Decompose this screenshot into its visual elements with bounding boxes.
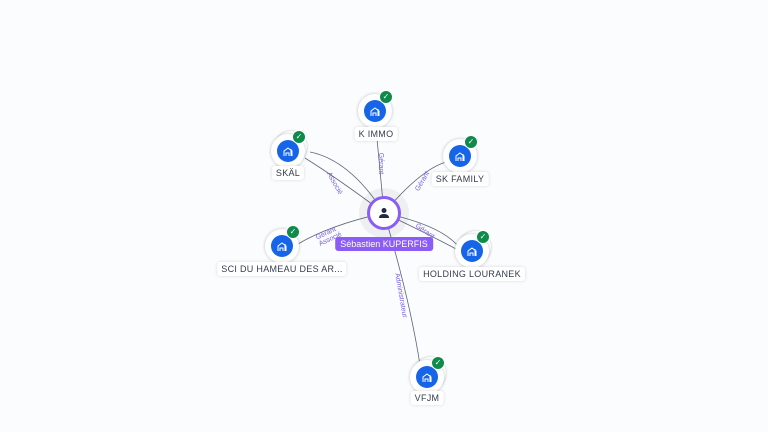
- verified-check-icon: ✓: [286, 225, 300, 239]
- company-label-kimmo[interactable]: K IMMO: [354, 127, 398, 141]
- company-node-skal[interactable]: ✓: [271, 130, 307, 168]
- company-label-skfamily[interactable]: SK FAMILY: [431, 172, 489, 186]
- center-person-node[interactable]: [367, 196, 401, 230]
- verified-check-icon: ✓: [292, 130, 306, 144]
- building-icon: [416, 366, 438, 388]
- company-label-holding[interactable]: HOLDING LOURANEK: [419, 267, 525, 281]
- company-label-sci[interactable]: SCI DU HAMEAU DES AR...: [217, 262, 347, 276]
- company-node-skfamily[interactable]: ✓: [443, 135, 478, 173]
- building-icon: [271, 235, 293, 257]
- company-label-skal[interactable]: SKÄL: [271, 166, 305, 180]
- building-icon: [461, 240, 483, 262]
- edge-label-kimmo: Gérant: [377, 152, 385, 175]
- company-node-holding[interactable]: ✓: [455, 230, 491, 268]
- edge-vfjm: [383, 212, 421, 366]
- verified-check-icon: ✓: [379, 90, 393, 104]
- building-icon: [449, 145, 471, 167]
- building-icon: [364, 100, 386, 122]
- verified-check-icon: ✓: [431, 356, 445, 370]
- verified-check-icon: ✓: [464, 135, 478, 149]
- company-node-kimmo[interactable]: ✓: [358, 90, 393, 128]
- building-icon: [277, 140, 299, 162]
- center-person-label[interactable]: Sébastien KUPERFIS: [335, 237, 433, 251]
- verified-check-icon: ✓: [476, 230, 490, 244]
- company-label-vfjm[interactable]: VFJM: [410, 391, 444, 405]
- company-node-sci[interactable]: ✓: [265, 225, 300, 263]
- company-node-vfjm[interactable]: ✓: [410, 356, 446, 394]
- person-icon: [379, 208, 389, 218]
